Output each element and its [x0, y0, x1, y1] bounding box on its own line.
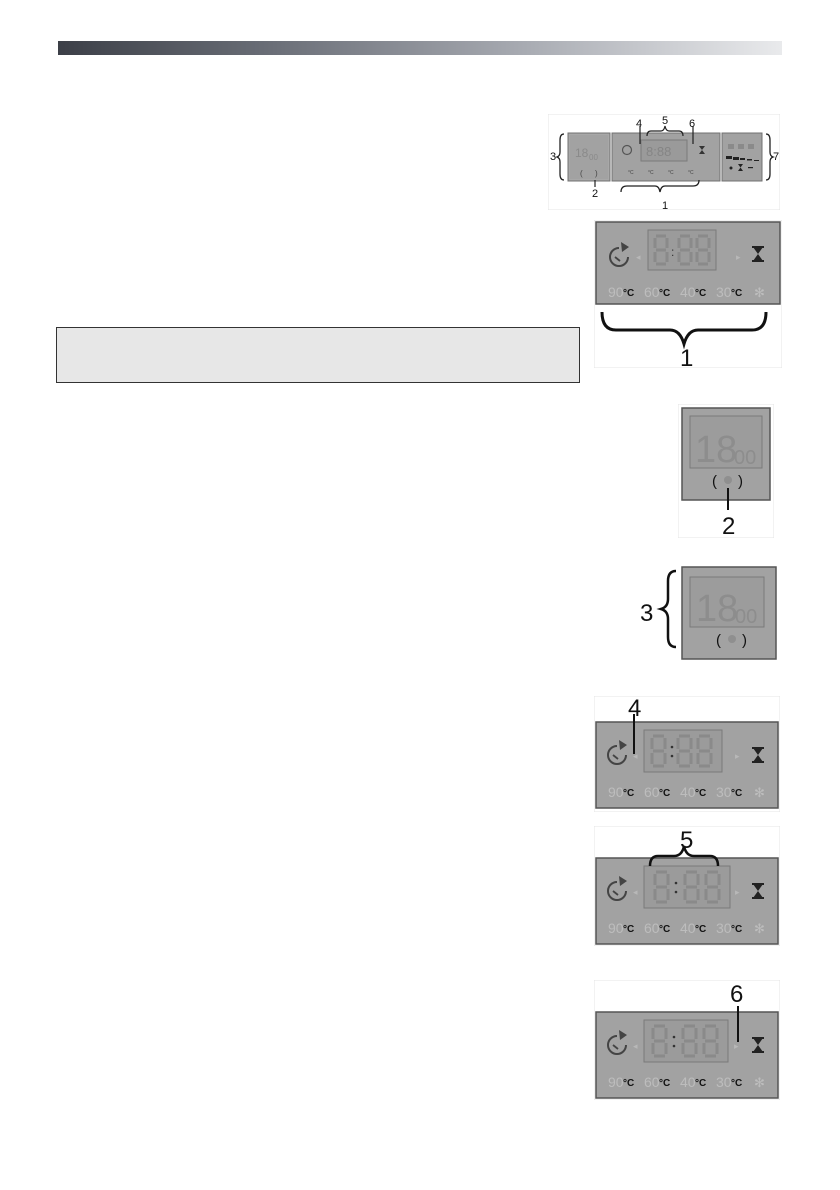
- start-icon: [607, 1030, 627, 1055]
- svg-text:): ): [595, 169, 598, 178]
- svg-text:40: 40: [680, 1074, 696, 1090]
- svg-text:▸: ▸: [734, 1041, 739, 1051]
- callout-5: 5: [680, 827, 693, 854]
- overview-callout-5: 5: [662, 115, 668, 127]
- figure-5-display: ◂ ▸ 90 °C 60 °C 40 °C 30 °C ✻ 5: [594, 826, 780, 946]
- svg-text:°C: °C: [695, 1078, 706, 1089]
- callout-4: 4: [628, 696, 641, 722]
- snowflake-icon: ✻: [754, 285, 765, 300]
- svg-text:°C: °C: [668, 170, 674, 176]
- svg-text:60: 60: [644, 920, 660, 936]
- overview-start-icon: [621, 144, 633, 156]
- svg-text:°C: °C: [659, 788, 670, 799]
- svg-text:°C: °C: [695, 788, 706, 799]
- svg-text:▸: ▸: [735, 887, 740, 897]
- figure-4-display: ◂ ▸ 90 °C 60 °C 40 °C 30 °C ✻ 4: [594, 696, 780, 812]
- snowflake-icon: ✻: [754, 1075, 765, 1090]
- svg-text:°C: °C: [623, 788, 634, 799]
- svg-text:°C: °C: [688, 170, 694, 176]
- hourglass-icon: [753, 748, 763, 762]
- overview-time-minutes: 00: [589, 153, 598, 162]
- lock-icon: [724, 476, 732, 484]
- svg-text:60: 60: [644, 784, 660, 800]
- figure-1-display: ◂ : ▸ 90 °C 60 °C 40 °C 30 °C ✻ 1: [594, 220, 782, 368]
- figure-3-display: 18 00 ( ) 3: [640, 565, 778, 661]
- svg-text:30: 30: [716, 1074, 732, 1090]
- overview-callout-6: 6: [689, 118, 695, 130]
- overview-hourglass-icon: [699, 146, 705, 154]
- overview-callout-1: 1: [662, 200, 668, 210]
- svg-text:°C: °C: [731, 1078, 742, 1089]
- note-box: [56, 327, 580, 383]
- start-icon: [609, 242, 629, 267]
- start-icon: [607, 876, 627, 901]
- svg-text:90: 90: [608, 784, 624, 800]
- svg-text:): ): [738, 473, 743, 490]
- svg-text:40: 40: [680, 920, 696, 936]
- svg-text:°C: °C: [731, 288, 742, 299]
- svg-text:40: 40: [680, 784, 696, 800]
- svg-text:°C: °C: [648, 170, 654, 176]
- digits-8-88: [653, 234, 711, 266]
- svg-text:°C: °C: [695, 924, 706, 935]
- svg-text:◂: ◂: [633, 887, 638, 897]
- lock-icon: [728, 635, 736, 643]
- callout-6: 6: [730, 981, 743, 1008]
- overview-digits: 8:88: [646, 144, 671, 159]
- time-hours: 18: [696, 588, 738, 630]
- svg-text:40: 40: [680, 284, 696, 300]
- svg-text:90: 90: [608, 1074, 624, 1090]
- svg-text:°C: °C: [623, 924, 634, 935]
- time-minutes: 00: [735, 606, 757, 628]
- start-icon: [607, 740, 627, 765]
- figure-6-display: ◂ ▸ 90 °C 60 °C 40 °C 30 °C ✻ 6: [594, 980, 780, 1100]
- svg-text:◂: ◂: [636, 252, 641, 262]
- svg-text:60: 60: [644, 284, 660, 300]
- svg-text:60: 60: [644, 1074, 660, 1090]
- overview-display-figure: 18 00 ( ) 8:88 °C °C °C °C 3 2: [548, 114, 780, 210]
- svg-text:▸: ▸: [735, 751, 740, 761]
- svg-text:▸: ▸: [736, 252, 741, 262]
- svg-text:(: (: [580, 169, 583, 178]
- svg-text:90: 90: [608, 920, 624, 936]
- svg-text:30: 30: [716, 784, 732, 800]
- hourglass-icon: [753, 1038, 763, 1052]
- svg-text:°C: °C: [628, 170, 634, 176]
- snowflake-icon: ✻: [754, 921, 765, 936]
- header-gradient-bar: [58, 41, 782, 55]
- overview-callout-3: 3: [550, 151, 556, 163]
- svg-text:90: 90: [608, 284, 624, 300]
- svg-text:°C: °C: [659, 924, 670, 935]
- svg-text:°C: °C: [731, 788, 742, 799]
- overview-callout-2: 2: [592, 188, 598, 200]
- svg-text:°C: °C: [659, 288, 670, 299]
- time-hours: 18: [695, 429, 737, 471]
- svg-text:(: (: [716, 632, 721, 649]
- callout-3: 3: [640, 600, 653, 627]
- callout-1: 1: [680, 345, 693, 368]
- svg-text:°C: °C: [659, 1078, 670, 1089]
- callout-2: 2: [722, 513, 735, 538]
- overview-time-hours: 18: [575, 146, 589, 160]
- hourglass-icon: [753, 884, 763, 898]
- svg-text:◂: ◂: [633, 1041, 638, 1051]
- svg-text:°C: °C: [731, 924, 742, 935]
- figure-2-display: 18 00 ( ) 2: [678, 404, 774, 538]
- overview-callout-7: 7: [773, 151, 779, 163]
- svg-text::: :: [671, 245, 674, 259]
- svg-text:(: (: [712, 473, 717, 490]
- svg-text:◂: ◂: [633, 751, 638, 761]
- snowflake-icon: ✻: [754, 785, 765, 800]
- svg-text:°C: °C: [695, 288, 706, 299]
- svg-text:°C: °C: [623, 1078, 634, 1089]
- svg-text:30: 30: [716, 920, 732, 936]
- svg-text:): ): [742, 632, 747, 649]
- svg-text:°C: °C: [623, 288, 634, 299]
- time-minutes: 00: [734, 447, 756, 469]
- overview-callout-4: 4: [636, 118, 642, 130]
- hourglass-icon: [753, 247, 763, 261]
- svg-text:30: 30: [716, 284, 732, 300]
